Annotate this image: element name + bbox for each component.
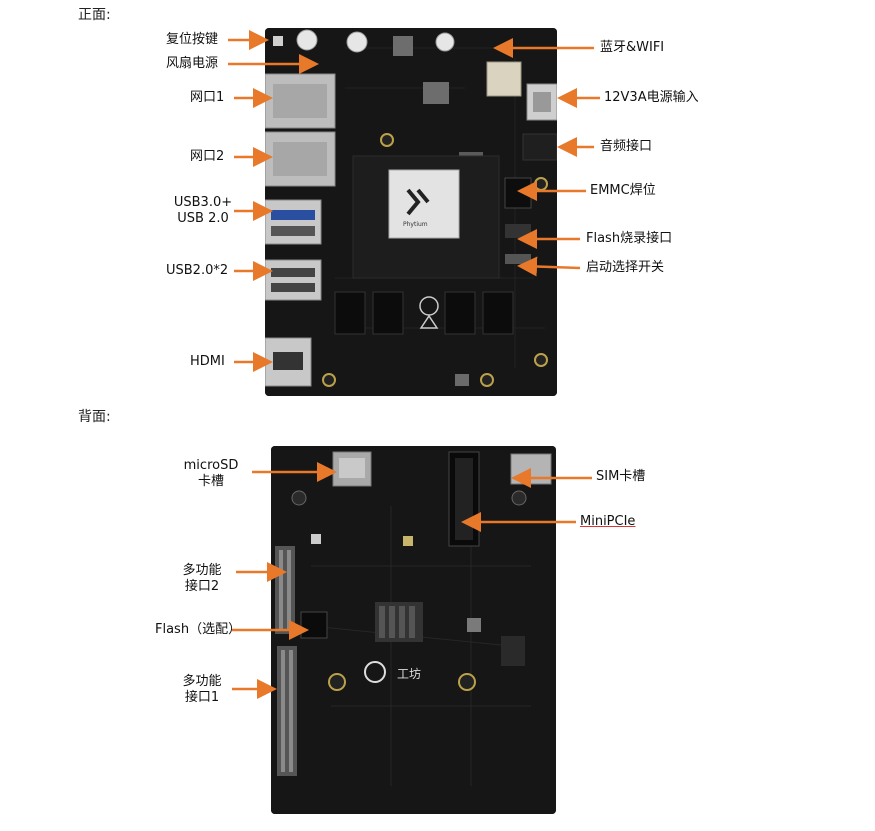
label-usb3-line1: USB3.0+ [173, 195, 233, 210]
label-multifunction-2-line1: 多功能 [182, 563, 222, 578]
label-power-input: 12V3A电源输入 [604, 90, 699, 105]
front-board-image: Phytium [265, 28, 557, 396]
label-bluetooth-wifi: 蓝牙&WIFI [600, 40, 665, 55]
label-multifunction-2: 多功能 接口2 [172, 563, 232, 595]
label-flash-optional: Flash（选配） [155, 622, 242, 637]
label-microsd-line1: microSD [183, 458, 239, 473]
label-usb3: USB3.0+ USB 2.0 [170, 195, 236, 227]
label-audio-jack: 音频接口 [600, 139, 653, 154]
label-hdmi: HDMI [190, 354, 225, 369]
soc-chip-marking: Phytium [403, 221, 428, 228]
label-usb3-line2: USB 2.0 [177, 211, 229, 226]
back-board-logo-text: 工坊 [397, 666, 421, 681]
label-ethernet-1: 网口1 [190, 90, 225, 105]
back-board-image: 工坊 [271, 446, 556, 814]
label-usb2: USB2.0*2 [166, 263, 229, 278]
label-microsd: microSD 卡槽 [176, 458, 246, 490]
label-minipcie: MiniPCIe [580, 514, 636, 529]
label-reset-button: 复位按键 [166, 32, 219, 47]
back-section-title: 背面: [78, 409, 111, 425]
label-fan-power: 风扇电源 [166, 56, 219, 71]
label-ethernet-2: 网口2 [190, 149, 225, 164]
label-multifunction-1-line1: 多功能 [182, 674, 222, 689]
label-sim-slot: SIM卡槽 [596, 469, 646, 484]
label-microsd-line2: 卡槽 [197, 474, 224, 489]
label-multifunction-1: 多功能 接口1 [172, 674, 232, 706]
label-multifunction-1-line2: 接口1 [184, 690, 220, 705]
label-boot-switch: 启动选择开关 [586, 260, 665, 275]
label-flash-port: Flash烧录接口 [586, 231, 673, 246]
label-multifunction-2-line2: 接口2 [184, 579, 220, 594]
front-section-title: 正面: [78, 7, 111, 23]
label-emmc: EMMC焊位 [590, 183, 656, 198]
